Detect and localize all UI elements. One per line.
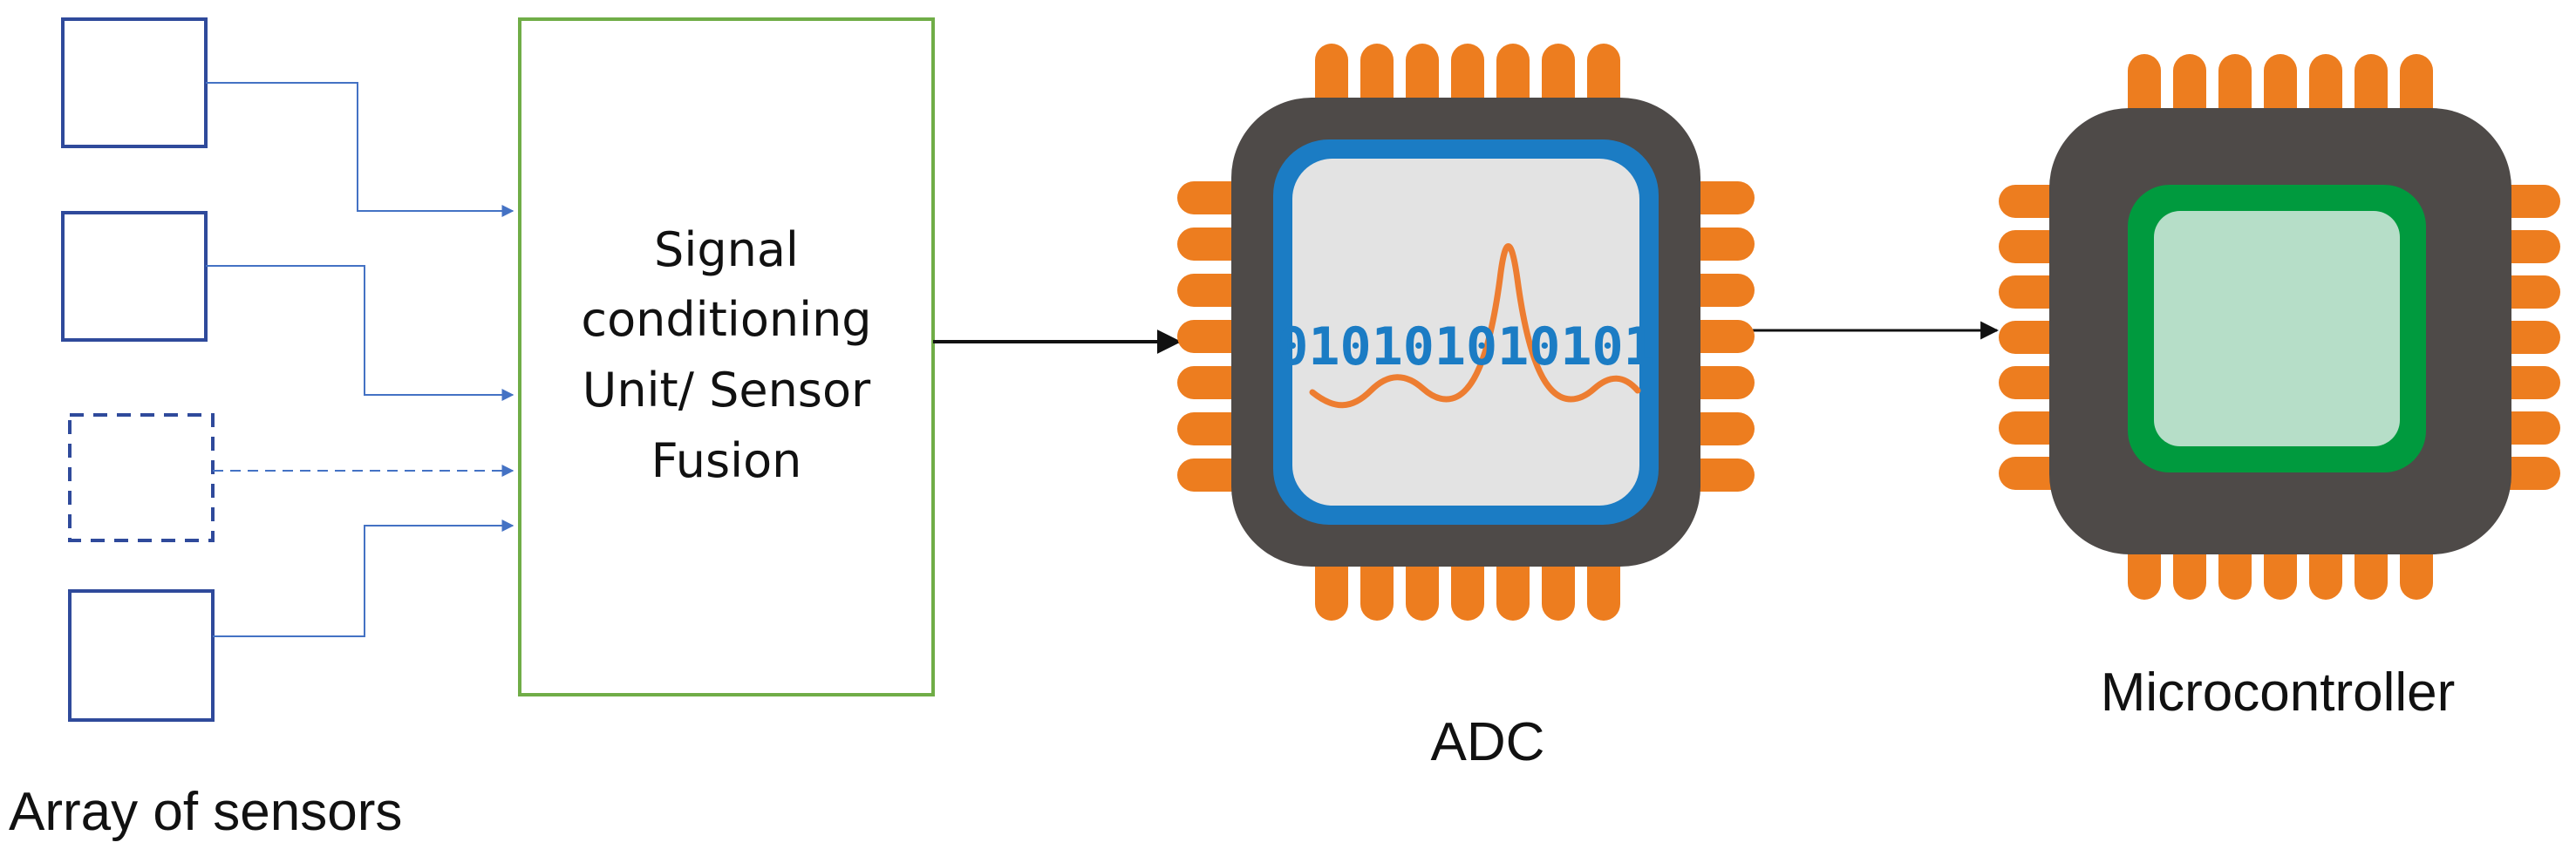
- sensor-array: [61, 17, 215, 722]
- sensor-box-4: [68, 589, 215, 722]
- signal-box-line-1: Signal: [654, 222, 799, 277]
- connector-1: [206, 82, 515, 217]
- microcontroller-label: Microcontroller: [2101, 662, 2456, 723]
- signal-box-line-3: Unit/ Sensor: [583, 363, 871, 418]
- adc-core: [1292, 159, 1639, 506]
- sensor-box-3-dashed: [68, 413, 215, 542]
- sensor-box-1: [61, 17, 208, 148]
- connector-2: [206, 265, 515, 401]
- sensor-connectors: [206, 82, 515, 637]
- adc-bits: 010101010101: [1277, 316, 1654, 377]
- adc-chip-icon: 010101010101: [1177, 44, 1755, 621]
- adc-waveform: [1309, 243, 1641, 409]
- signal-box-line-2: conditioning: [581, 292, 871, 347]
- microcontroller-chip-icon: [1999, 54, 2560, 600]
- connector-4: [213, 520, 515, 637]
- adc-label: ADC: [1431, 712, 1545, 772]
- sensor-box-2: [61, 211, 208, 342]
- microcontroller-core: [2154, 211, 2400, 446]
- signal-box-border: [518, 17, 935, 696]
- sensor-array-label: Array of sensors: [9, 782, 402, 842]
- signal-box-line-4: Fusion: [651, 433, 802, 488]
- signal-conditioning-box: Signal conditioning Unit/ Sensor Fusion: [518, 17, 935, 696]
